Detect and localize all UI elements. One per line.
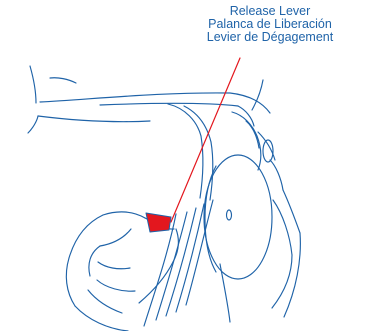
frame-bar: [40, 93, 270, 200]
left-arm: [28, 66, 150, 133]
hinge-hardware: [232, 80, 300, 233]
wheel: [204, 155, 272, 279]
release-lever: [146, 213, 171, 232]
